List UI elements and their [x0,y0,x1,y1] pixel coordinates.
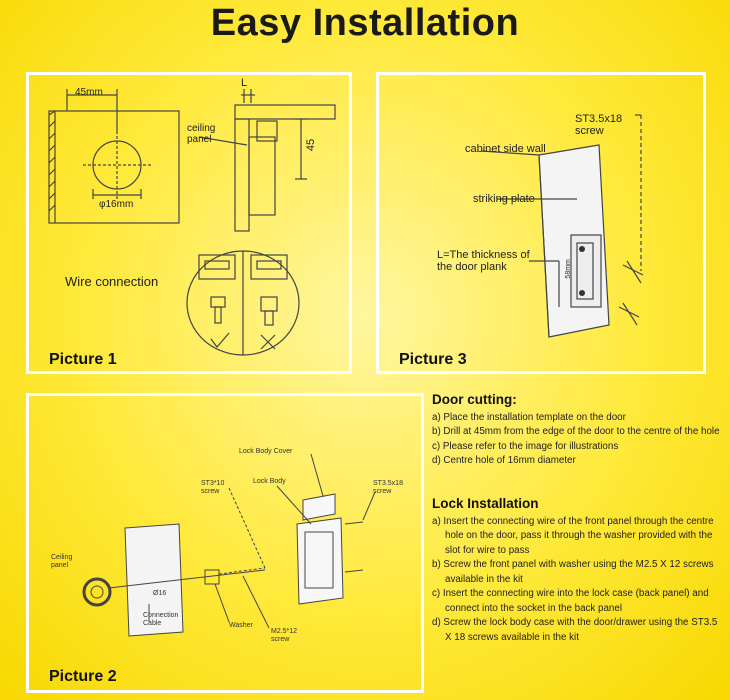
dim-58-label: 58mm [564,259,572,279]
washer-label: Washer [229,622,253,629]
picture-1-label: Picture 1 [49,351,117,368]
wire-connection-label: Wire connection [65,274,159,289]
list-item: a) Insert the connecting wire of the fro… [432,515,714,556]
ceiling-panel-label: ceiling panel [187,123,216,145]
door-cutting-heading: Door cutting: [432,392,517,407]
list-item: c) Please refer to the image for illustr… [432,440,619,452]
screw-label: ST3.5x18 screw [575,113,623,138]
list-item: b) Screw the front panel with washer usi… [432,559,714,585]
st3-10-label: ST3*10 screw [201,480,225,495]
picture-1-drawing [48,89,336,356]
lock-installation-section: Lock Installation a) Insert the connecti… [432,496,722,645]
st3-5x18-label: ST3.5x18 screw [373,480,403,495]
list-item: b) Drill at 45mm from the edge of the do… [432,426,720,437]
list-item: d) Centre hole of 16mm diameter [432,455,576,466]
lock-installation-heading: Lock Installation [432,496,539,511]
dim-l-label: L [241,77,248,89]
picture-1-panel: 45mm φ16mm L 45 ceiling panel Wire conne… [26,72,352,374]
side-wall-label: cabinet side wall [465,143,546,155]
thickness-label: L=The thickness of the door plank [437,249,530,274]
picture-3-label: Picture 3 [399,351,467,368]
picture-3-drawing [480,114,644,338]
picture-2-drawing [82,453,376,637]
page-title: Easy Installation [210,2,520,44]
m2-5-label: M2.5*12 screw [271,628,298,643]
phi16-label: Ø16 [153,590,167,597]
ceiling-panel-label-2: Ceiling panel [51,554,73,569]
picture-3-panel: ST3.5x18 screw cabinet side wall strikin… [376,72,706,374]
lock-body-cover-label: Lock Body Cover [239,448,293,455]
dim-45mm-label: 45mm [75,87,103,98]
striking-plate-label: striking plate [473,193,535,205]
picture-2-panel: Lock Body Cover Lock Body ST3*10 screw S… [26,393,424,693]
list-item: d) Screw the lock body case with the doo… [432,617,718,643]
list-item: a) Place the installation template on th… [432,411,626,423]
picture-2-label: Picture 2 [49,668,117,685]
dim-16mm-label: φ16mm [99,199,134,210]
lock-body-label: Lock Body [253,478,286,485]
connection-cable-label: Connection Cable [143,612,179,627]
list-item: c) Insert the connecting wire into the l… [432,588,709,614]
door-cutting-section: Door cutting: a) Place the installation … [432,392,722,469]
dim-45-label: 45 [305,138,318,152]
